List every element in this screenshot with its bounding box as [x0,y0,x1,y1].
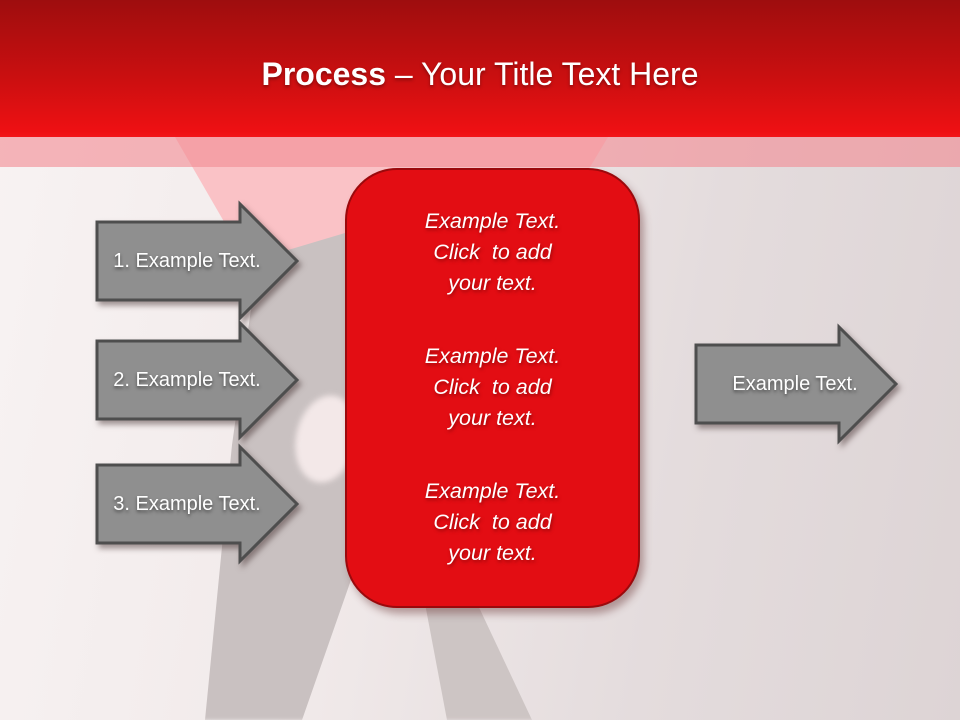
output-arrow-label: Example Text. [732,373,858,395]
example-text-block-1: Example Text. Click to add your text. [425,206,560,299]
title-text: – Your Title Text Here [386,56,699,92]
text-line: Click to add [433,375,552,399]
arrow-shape [95,443,300,565]
step-arrow-label: 1. Example Text. [113,250,261,272]
arrow-shape-svg [95,200,300,322]
text-line: your text. [448,271,537,295]
text-line: your text. [448,406,537,430]
example-text-block-3: Example Text. Click to add your text. [425,476,560,569]
step-arrow-2[interactable]: 2. Example Text. [94,319,300,441]
output-arrow[interactable]: Example Text. [693,323,899,445]
center-text-box[interactable]: Example Text. Click to add your text. Ex… [345,168,640,608]
text-line: Example Text. [424,344,561,368]
text-line: your text. [448,541,537,565]
step-arrow-3[interactable]: 3. Example Text. [94,443,300,565]
arrow-shape [694,323,899,445]
text-line: Example Text. [424,479,561,503]
arrow-shape-svg [694,323,899,445]
text-line: Click to add [433,510,552,534]
step-arrow-label: 2. Example Text. [113,369,261,391]
title-emphasis: Process [261,56,387,92]
arrow-shape [95,319,300,441]
text-line: Example Text. [424,209,561,233]
step-arrow-label: 3. Example Text. [113,493,261,515]
arrow-shape-svg [95,319,300,441]
arrow-shape-svg [95,443,300,565]
arrow-shape [95,200,300,322]
step-arrow-1[interactable]: 1. Example Text. [94,200,300,322]
header-accent-band [0,137,960,167]
example-text-block-2: Example Text. Click to add your text. [425,341,560,434]
slide-title[interactable]: Process – Your Title Text Here [0,54,960,94]
text-line: Click to add [433,240,552,264]
slide-header [0,0,960,137]
